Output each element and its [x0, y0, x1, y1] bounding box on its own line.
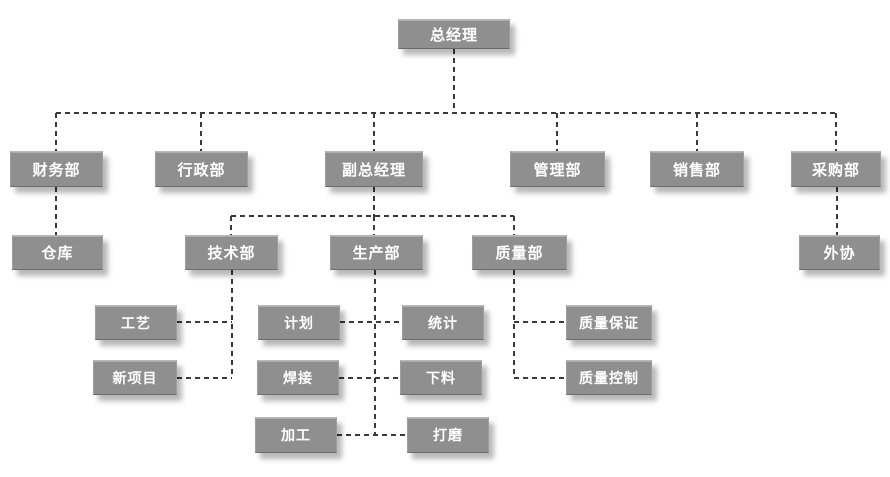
org-node-statistics[interactable]: 统计 [402, 305, 484, 340]
org-node-purchasing-dept[interactable]: 采购部 [791, 151, 881, 187]
org-node-production-dept[interactable]: 生产部 [330, 235, 423, 270]
org-node-management-dept[interactable]: 管理部 [510, 151, 605, 187]
org-node-general-manager[interactable]: 总经理 [398, 19, 510, 49]
org-node-process[interactable]: 工艺 [95, 305, 177, 340]
org-node-deputy-general-manager[interactable]: 副总经理 [325, 151, 423, 187]
org-node-outsourcing[interactable]: 外协 [799, 235, 880, 270]
org-node-tech-dept[interactable]: 技术部 [185, 235, 278, 270]
org-node-planning[interactable]: 计划 [258, 305, 340, 340]
org-node-material-cutting[interactable]: 下料 [400, 360, 482, 395]
org-node-machining[interactable]: 加工 [255, 417, 337, 453]
org-node-finance-dept[interactable]: 财务部 [10, 151, 103, 187]
org-node-quality-assurance[interactable]: 质量保证 [566, 305, 652, 340]
org-node-welding[interactable]: 焊接 [257, 360, 339, 395]
org-node-polishing[interactable]: 打磨 [407, 417, 489, 453]
org-node-admin-dept[interactable]: 行政部 [155, 151, 248, 187]
org-node-new-project[interactable]: 新项目 [93, 360, 177, 395]
org-node-quality-control[interactable]: 质量控制 [566, 360, 652, 395]
org-node-sales-dept[interactable]: 销售部 [650, 151, 744, 187]
org-node-quality-dept[interactable]: 质量部 [472, 235, 567, 270]
org-node-warehouse[interactable]: 仓库 [12, 235, 103, 270]
